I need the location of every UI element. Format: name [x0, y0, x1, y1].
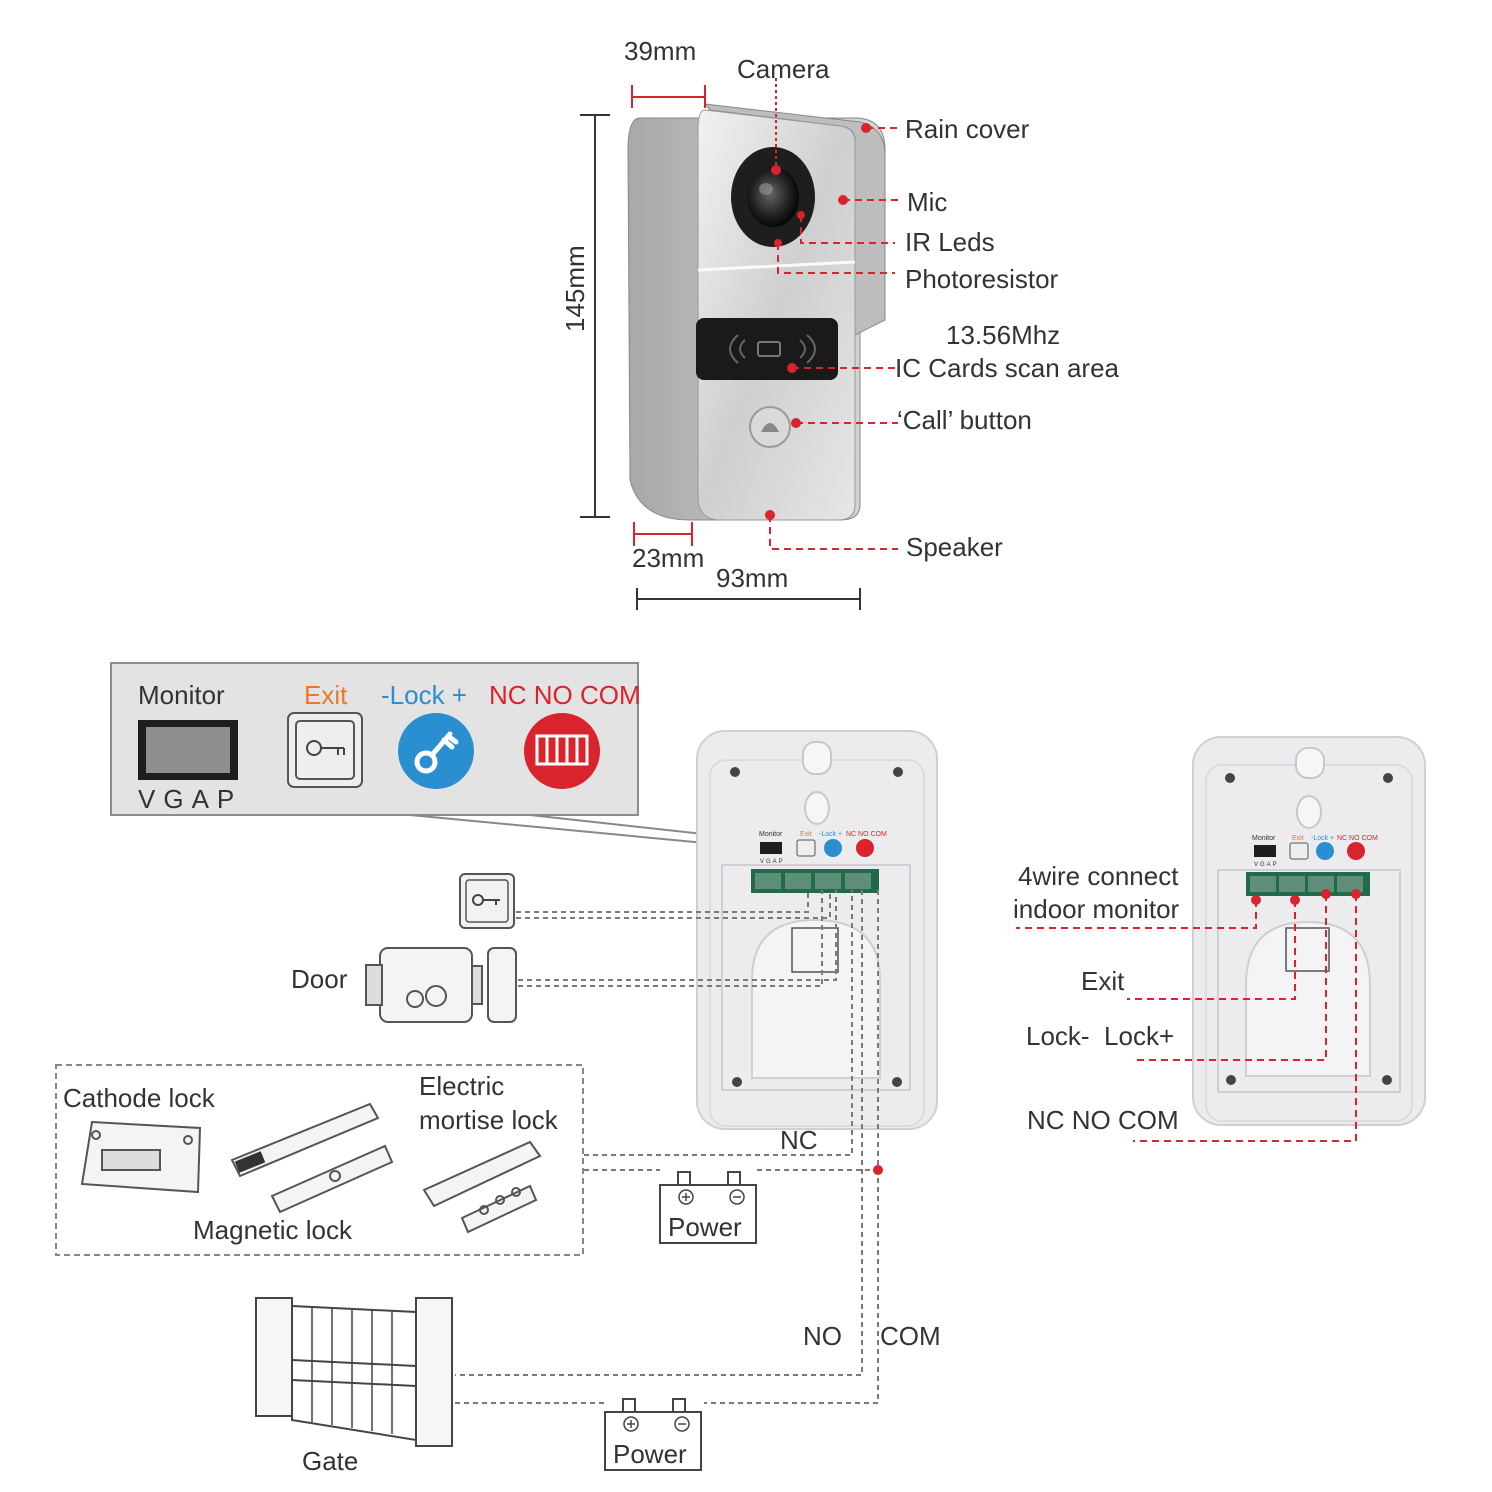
doorbell-product: 39mm 145mm 23mm 93mm Camera Rain cover M…	[560, 36, 1120, 610]
board-right-lock: -Lock +	[1311, 835, 1334, 842]
legend-lock: -Lock +	[381, 680, 467, 710]
base-plate-right: Monitor Exit -Lock + NC NO COM VGAP	[1192, 736, 1426, 1126]
board-right-monitor: Monitor	[1252, 835, 1276, 842]
label-speaker: Speaker	[906, 532, 1003, 562]
cathode-lock-icon	[80, 1120, 202, 1194]
legend-relay: NC NO COM	[489, 680, 641, 710]
label-4wire-1: 4wire connect	[1018, 861, 1179, 891]
label-right-relay: NC NO COM	[1027, 1105, 1179, 1135]
label-right-lock: Lock- Lock+	[1026, 1021, 1174, 1051]
label-nc: NC	[780, 1125, 818, 1155]
dim-width: 93mm	[716, 563, 788, 593]
board-right-vgap: VGAP	[1254, 862, 1279, 868]
legend-exit: Exit	[304, 680, 348, 710]
label-mic: Mic	[907, 187, 947, 217]
base-plate-left: Monitor Exit -Lock + NC NO COM VGAP	[696, 730, 938, 1130]
power-supply-2	[604, 1398, 702, 1471]
label-call-button: ‘Call’ button	[897, 405, 1032, 435]
board-right-relay: NC NO COM	[1337, 835, 1378, 842]
label-gate: Gate	[302, 1446, 358, 1476]
board-left-vgap: VGAP	[760, 859, 785, 865]
label-ir-leds: IR Leds	[905, 227, 995, 257]
board-left-exit: Exit	[800, 831, 812, 838]
dim-top-width: 39mm	[624, 36, 696, 66]
exit-button-icon	[459, 873, 515, 929]
mortise-lock-icon	[422, 1140, 542, 1234]
door-lock-icon	[365, 947, 517, 1023]
power-supply-1	[659, 1171, 757, 1244]
board-left-monitor: Monitor	[759, 831, 783, 838]
label-right-exit: Exit	[1081, 966, 1125, 996]
left-wiring: Door Cathode lock Electric mortise lock …	[55, 873, 941, 1476]
lock-icon	[398, 713, 474, 789]
label-door: Door	[291, 964, 348, 994]
dimension-lines	[580, 85, 861, 610]
monitor-icon	[138, 720, 238, 780]
label-electric-mortise-1: Electric	[419, 1071, 504, 1101]
dim-height: 145mm	[560, 245, 590, 332]
label-power-1: Power	[668, 1212, 742, 1242]
label-ic-cards-area: IC Cards scan area	[895, 353, 1120, 383]
terminal-legend: Monitor Exit -Lock + NC NO COM VGAP	[110, 662, 759, 849]
board-right-exit: Exit	[1292, 835, 1304, 842]
label-magnetic-lock: Magnetic lock	[193, 1215, 353, 1245]
gate-icon	[255, 1297, 453, 1447]
legend-vgap: VGAP	[138, 784, 242, 814]
key-icon	[287, 712, 363, 788]
label-electric-mortise-2: mortise lock	[419, 1105, 559, 1135]
label-camera: Camera	[737, 54, 830, 84]
right-wiring: 4wire connect indoor monitor Exit Lock- …	[1013, 861, 1361, 1142]
board-left-lock: -Lock +	[819, 831, 842, 838]
label-com: COM	[880, 1321, 941, 1351]
label-cathode-lock: Cathode lock	[63, 1083, 216, 1113]
label-ic-frequency: 13.56Mhz	[946, 320, 1060, 350]
label-4wire-2: indoor monitor	[1013, 894, 1180, 924]
part-callouts	[765, 78, 900, 550]
label-photoresistor: Photoresistor	[905, 264, 1059, 294]
legend-monitor: Monitor	[138, 680, 225, 710]
label-no: NO	[803, 1321, 842, 1351]
label-rain-cover: Rain cover	[905, 114, 1030, 144]
board-left-relay: NC NO COM	[846, 831, 887, 838]
magnetic-lock-icon	[230, 1102, 394, 1214]
gate-relay-icon	[524, 713, 600, 789]
dim-depth: 23mm	[632, 543, 704, 573]
label-power-2: Power	[613, 1439, 687, 1469]
